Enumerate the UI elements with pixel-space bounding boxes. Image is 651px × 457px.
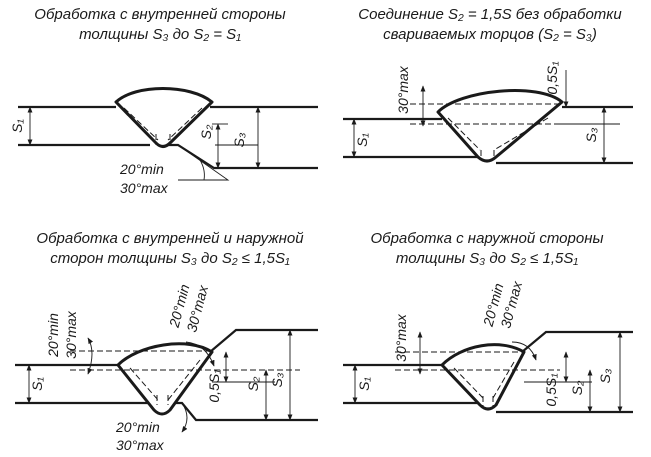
angle-arc-top bbox=[511, 341, 537, 361]
angle-bottom-max-label: 30°max bbox=[116, 437, 165, 453]
panel-inner-side-machining: Обработка с внутренней стороны толщины S… bbox=[9, 6, 318, 196]
panel3-caption-line1: Обработка с внутренней и наружной bbox=[36, 230, 304, 247]
label-half-s1: 0,5S₁ bbox=[544, 61, 560, 95]
label-half-s1: 0,5S₁ bbox=[206, 369, 222, 403]
angle-construction bbox=[177, 144, 230, 181]
label-s3: S₃ bbox=[231, 132, 247, 147]
panel1-caption-line1: Обработка с внутренней стороны bbox=[34, 6, 285, 23]
label-half-s1: 0,5S₁ bbox=[543, 373, 559, 407]
plate-right-bottom bbox=[158, 143, 318, 170]
angle-arc-left bbox=[87, 337, 93, 375]
groove-hidden-lines bbox=[453, 361, 515, 406]
weld-bead bbox=[116, 342, 214, 416]
label-s3: S₃ bbox=[583, 127, 599, 142]
angle-bottom-min-label: 20°min bbox=[115, 419, 160, 435]
ext-line bbox=[496, 331, 630, 413]
groove-hidden-lines bbox=[447, 117, 549, 160]
plate-right-top bbox=[521, 330, 633, 353]
angle-left-min-label: 20°min bbox=[45, 313, 61, 358]
angle-arc-bottom bbox=[181, 402, 188, 433]
panel2-caption-line1: Соединение S₂ = 1,5S без обработки bbox=[358, 6, 622, 23]
panel2-caption-line2: свариваемых торцов (S₂ = S₃) bbox=[383, 26, 597, 43]
bevel-reference-lines bbox=[410, 103, 562, 125]
panel-inner-outer-machining: Обработка с внутренней и наружной сторон… bbox=[15, 230, 318, 453]
angle-max-label: 30°max bbox=[395, 65, 411, 114]
panel4-caption-line1: Обработка с наружной стороны bbox=[370, 230, 603, 247]
label-s2: S₂ bbox=[198, 124, 214, 139]
angle-arc-top bbox=[185, 341, 215, 367]
panel-no-edge-machining: Соединение S₂ = 1,5S без обработки свари… bbox=[343, 6, 633, 165]
label-s2: S₂ bbox=[245, 376, 261, 391]
weld-bead bbox=[114, 87, 214, 148]
label-s3: S₃ bbox=[269, 372, 285, 387]
label-s3: S₃ bbox=[597, 368, 613, 383]
angle-max-label: 30°max bbox=[120, 180, 169, 196]
label-s1: S₁ bbox=[9, 119, 25, 133]
angle-min-label: 20°min bbox=[119, 161, 164, 177]
label-s1: S₁ bbox=[29, 377, 45, 391]
ext-line bbox=[556, 106, 620, 125]
panel1-caption-line2: толщины S₃ до S₂ = S₁ bbox=[79, 26, 241, 43]
plate-right-bottom bbox=[168, 401, 318, 422]
panel3-caption-line2: сторон толщины S₃ до S₂ ≤ 1,5S₁ bbox=[50, 250, 290, 267]
plate-right-top bbox=[209, 328, 318, 353]
label-s1: S₁ bbox=[356, 377, 372, 391]
groove-hidden-lines bbox=[129, 359, 201, 405]
angle-arc bbox=[197, 156, 205, 181]
label-s2: S₂ bbox=[569, 380, 585, 395]
angle-left-max-label: 30°max bbox=[63, 310, 79, 359]
weld-bead bbox=[436, 89, 564, 163]
groove-hidden-lines bbox=[123, 107, 203, 145]
angle-left-max-label: 30°max bbox=[393, 313, 409, 362]
panel4-caption-line2: толщины S₃ до S₂ ≤ 1,5S₁ bbox=[396, 250, 578, 267]
bevel-reference-lines bbox=[70, 350, 300, 371]
panel-outer-side-machining: Обработка с наружной стороны толщины S₃ … bbox=[343, 230, 633, 414]
label-s1: S₁ bbox=[354, 133, 370, 147]
